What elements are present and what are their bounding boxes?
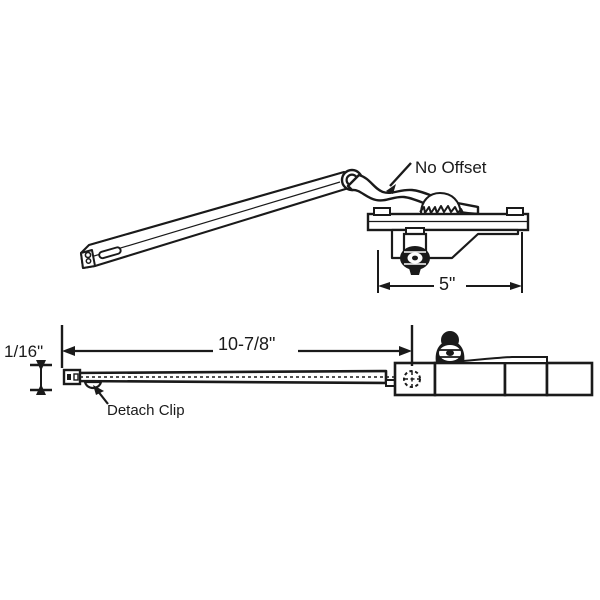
extension-arm-body (79, 170, 354, 270)
dim-overall-arrowhead-left (62, 346, 75, 356)
arm-end-cap (80, 249, 96, 269)
dim-sixteenth-arrowhead-bottom (36, 384, 46, 395)
flat-arm-bar (68, 369, 421, 387)
upper-perspective-view (79, 162, 530, 293)
extension-arm (79, 170, 354, 270)
detach-clip-label: Detach Clip (107, 402, 185, 419)
detach-clip-arrowhead (93, 385, 104, 395)
crank-knob-plan-cap (441, 331, 459, 349)
arm-end-hole-lower (85, 258, 92, 264)
arm-slot-opening (98, 246, 122, 260)
arm-end-hole-upper (84, 251, 92, 259)
clip-thickness-dimension-label: 1/16" (4, 342, 44, 361)
crank-knob-plan (435, 331, 465, 363)
dim5-arrowhead-left (378, 282, 390, 290)
dimension-clip-thickness (30, 360, 52, 395)
crank-knob-stem (409, 268, 421, 275)
no-offset-arrowhead (386, 184, 396, 194)
end-clip-notch-left (67, 374, 71, 380)
no-offset-label: No Offset (415, 158, 487, 177)
housing-segment-one (433, 361, 507, 397)
crank-knob (400, 246, 430, 275)
crank-knob-plan-center (446, 350, 454, 356)
mounting-tab-left (373, 207, 391, 216)
sector-gear (419, 191, 465, 216)
pivot-rivet-plan (403, 370, 421, 388)
end-clip-notch-right (73, 373, 79, 381)
mounting-tab-right (506, 207, 524, 216)
dim5-arrowhead-right (510, 282, 522, 290)
dim-sixteenth-arrowhead-top (36, 360, 46, 371)
sector-gear-teeth (419, 205, 465, 216)
dimension-overall-length (60, 325, 414, 368)
arm-slot (98, 246, 122, 260)
sector-gear-body (420, 191, 462, 215)
no-offset-leader-line (389, 162, 412, 187)
operator-base-plate (366, 207, 530, 232)
operator-housing-plan (393, 356, 594, 397)
crank-knob-center (412, 255, 418, 261)
extension-arm-fold-line (83, 181, 341, 260)
housing-segment-two (503, 361, 549, 397)
extension-arm-top-edge (88, 171, 345, 246)
dim-overall-arrowhead-right (399, 346, 412, 356)
housing-segment-three (545, 361, 594, 397)
no-offset-leader (386, 162, 412, 194)
lower-plan-view (30, 325, 594, 405)
detach-clip-leader (93, 385, 109, 405)
arm-end-clip (62, 368, 82, 386)
five-inch-dimension-label: 5" (439, 274, 456, 294)
overall-length-dimension-label: 10-7/8" (218, 334, 276, 354)
dimension-five-inch (377, 232, 523, 293)
